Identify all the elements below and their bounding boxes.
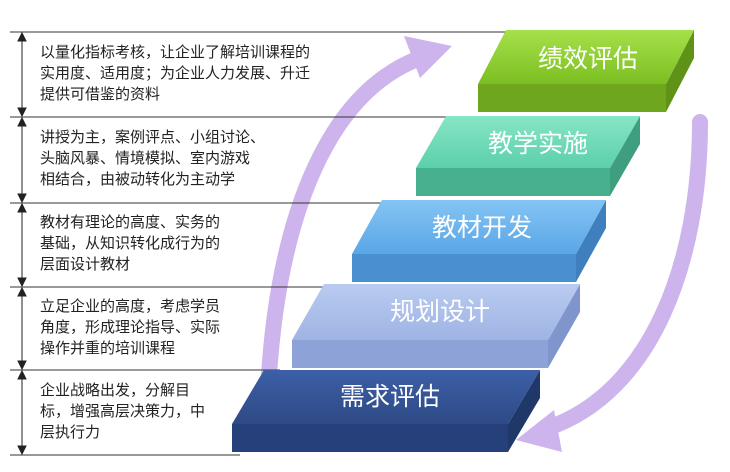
description-teaching-implementation: 讲授为主，案例评点、小组讨论、 头脑风暴、情境模拟、室内游戏 相结合，由被动转化… — [40, 128, 266, 188]
row-separators — [10, 31, 510, 456]
cycle-arrows — [260, 36, 708, 452]
description-performance-evaluation: 以量化指标考核，让企业了解培训课程的 实用度、适用度；为企业人力发展、升迁 提供… — [40, 43, 311, 103]
description-planning-design: 立足企业的高度，考虑学员 角度，形成理论指导、实际 操作并重的培训课程 — [40, 297, 221, 357]
description-needs-assessment: 企业战略出发，分解目 标，增强高层决策力，中 层执行力 — [40, 381, 206, 441]
step-label-materials-development: 教材开发 — [431, 213, 532, 242]
step-5-block — [478, 30, 694, 112]
step-label-planning-design: 规划设计 — [389, 297, 490, 326]
left-up-arrow — [260, 50, 428, 400]
dimension-markers — [17, 31, 27, 456]
description-materials-development: 教材有理论的高度、实务的 基础，从知识转化成行为的 层面设计教材 — [40, 213, 221, 273]
step-label-needs-assessment: 需求评估 — [339, 382, 440, 411]
step-label-teaching-implementation: 教学实施 — [487, 129, 588, 158]
step-3-block — [352, 200, 606, 282]
left-arrowhead — [404, 36, 452, 78]
step-1-block — [232, 370, 540, 452]
right-arrowhead — [516, 410, 562, 452]
right-down-arrow — [540, 114, 708, 436]
step-4-block — [416, 116, 640, 196]
step-2-block — [292, 284, 580, 368]
step-label-performance-evaluation: 绩效评估 — [537, 44, 638, 73]
